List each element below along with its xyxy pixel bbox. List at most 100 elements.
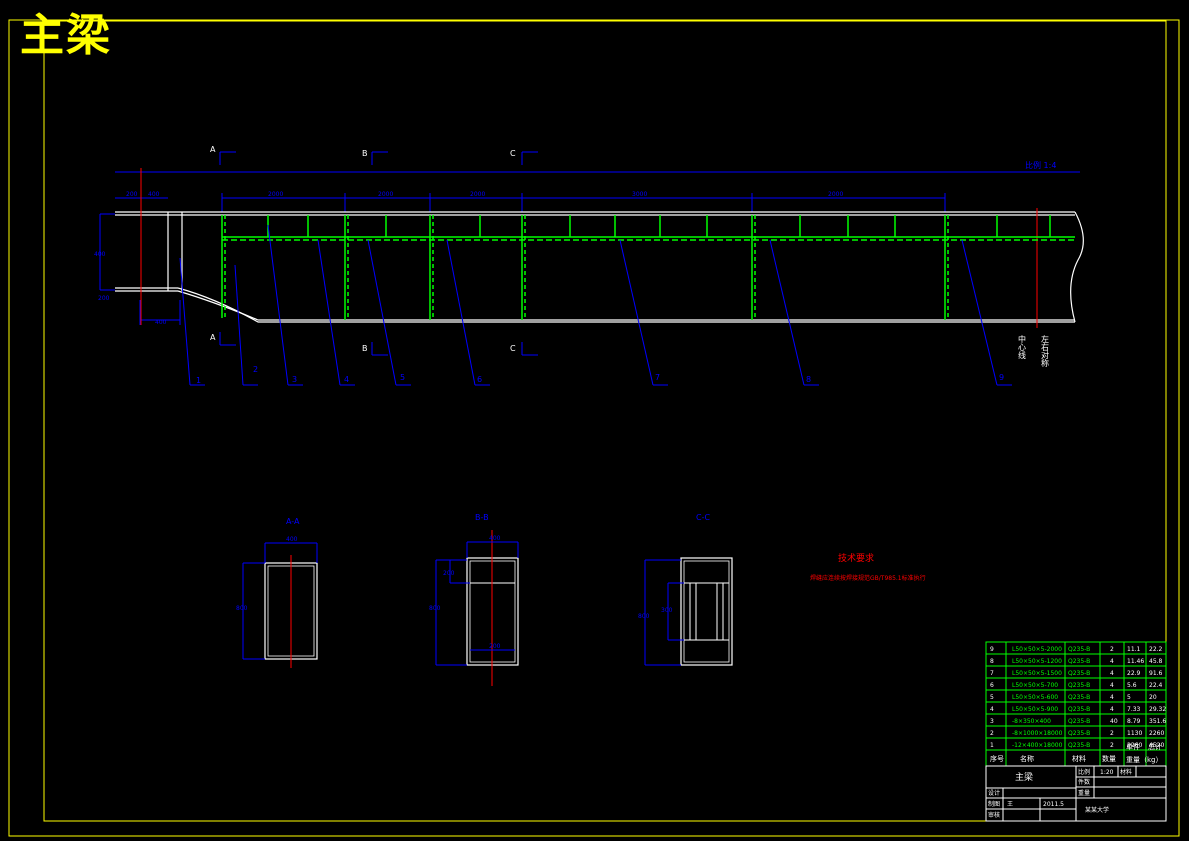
balloon-4: 4 <box>344 375 349 384</box>
svg-text:400: 400 <box>94 251 106 258</box>
bom-cell-unit: 7.33 <box>1127 706 1141 713</box>
bom-cell-unit: 5.6 <box>1127 682 1137 689</box>
outer-border <box>8 19 1180 837</box>
svg-text:400: 400 <box>286 536 298 543</box>
svg-text:设计: 设计 <box>988 789 1000 797</box>
svg-text:200: 200 <box>98 295 110 302</box>
svg-text:2011.5: 2011.5 <box>1043 801 1064 808</box>
svg-text:800: 800 <box>429 605 441 612</box>
balloon-1: 1 <box>196 376 201 385</box>
bom-cell-qty: 4 <box>1110 670 1114 677</box>
svg-text:400: 400 <box>148 191 160 198</box>
dimension-texts: 200 400 2000 2000 2000 3000 2000 400 200… <box>94 191 843 326</box>
bom-cell-qty: 2 <box>1110 646 1114 653</box>
svg-text:1:20: 1:20 <box>1100 769 1114 776</box>
svg-text:2000: 2000 <box>828 191 843 198</box>
svg-text:200: 200 <box>489 643 501 650</box>
bom-cell-no: 5 <box>990 694 994 701</box>
section-mark-a-bottom: A <box>210 333 216 342</box>
svg-text:单件: 单件 <box>1126 742 1140 751</box>
section-a-a: A-A 400 800 <box>236 517 318 668</box>
bom-cell-unit: 11.46 <box>1127 658 1144 665</box>
stiffeners <box>221 215 1075 320</box>
bom-cell-no: 7 <box>990 670 994 677</box>
section-mark-c-bottom: C <box>510 344 516 353</box>
svg-text:C-C: C-C <box>696 513 710 522</box>
balloon-numbers: 1 2 3 4 5 6 7 8 9 <box>196 365 1004 385</box>
section-mark-b-bottom: B <box>362 344 368 353</box>
svg-text:名称: 名称 <box>1020 754 1034 763</box>
bom-cell-name: L50×50×5-600 <box>1012 694 1058 701</box>
bom-cell-unit: 11.1 <box>1127 646 1141 653</box>
svg-text:200: 200 <box>443 570 455 577</box>
beam-outline <box>115 211 1084 323</box>
bom-cell-unit: 1130 <box>1127 730 1142 737</box>
svg-text:材料: 材料 <box>1072 754 1086 763</box>
bom-cell-name: L50×50×5-2000 <box>1012 646 1062 653</box>
bom-cell-qty: 4 <box>1110 682 1114 689</box>
svg-text:2000: 2000 <box>268 191 283 198</box>
bom-cell-total: 22.4 <box>1149 682 1163 689</box>
svg-text:800: 800 <box>236 605 248 612</box>
bom-cell-total: 351.6 <box>1149 718 1166 725</box>
svg-text:重量: 重量 <box>1078 789 1090 797</box>
bom-cell-total: 45.8 <box>1149 658 1163 665</box>
bom-cell-name: -8×1000×18000 <box>1012 730 1063 737</box>
svg-text:2000: 2000 <box>378 191 393 198</box>
bom-cell-unit: 8.79 <box>1127 718 1141 725</box>
bom-cell-material: Q235-B <box>1068 742 1090 749</box>
leader-lines <box>179 224 1012 386</box>
svg-text:3000: 3000 <box>632 191 647 198</box>
bom-cell-material: Q235-B <box>1068 706 1090 713</box>
section-mark-a-top: A <box>210 145 216 154</box>
bom-cell-total: 2260 <box>1149 730 1164 737</box>
bom-cell-name: L50×50×5-1200 <box>1012 658 1062 665</box>
svg-text:800: 800 <box>638 613 650 620</box>
bom-cell-name: -12×400×18000 <box>1012 742 1063 749</box>
bom-cell-no: 9 <box>990 646 994 653</box>
bom-cell-total: 91.6 <box>1149 670 1163 677</box>
svg-text:B-B: B-B <box>475 513 489 522</box>
bom-cell-no: 6 <box>990 682 994 689</box>
svg-text:总计: 总计 <box>1148 742 1162 751</box>
bom-cell-total: 20 <box>1149 694 1157 701</box>
balloon-7: 7 <box>655 373 660 382</box>
balloon-3: 3 <box>292 375 297 384</box>
section-mark-b-top: B <box>362 149 368 158</box>
svg-text:200: 200 <box>126 191 138 198</box>
bom-cell-qty: 2 <box>1110 742 1114 749</box>
centerline-label: 中心线 <box>1018 334 1027 359</box>
bom-cell-qty: 2 <box>1110 730 1114 737</box>
bom-cell-unit: 5 <box>1127 694 1131 701</box>
bom-cell-unit: 22.9 <box>1127 670 1141 677</box>
bom-cell-name: L50×50×5-1500 <box>1012 670 1062 677</box>
bom-cell-material: Q235-B <box>1068 718 1090 725</box>
svg-text:制图: 制图 <box>988 800 1000 808</box>
bom-cell-material: Q235-B <box>1068 694 1090 701</box>
svg-text:件数: 件数 <box>1078 778 1090 786</box>
section-c-c: C-C 800 300 <box>638 513 733 666</box>
bom-cell-name: L50×50×5-700 <box>1012 682 1058 689</box>
svg-text:王: 王 <box>1007 801 1013 808</box>
balloon-5: 5 <box>400 373 405 382</box>
bom-cell-material: Q235-B <box>1068 730 1090 737</box>
bom-cell-qty: 40 <box>1110 718 1118 725</box>
bom-cell-no: 3 <box>990 718 994 725</box>
title-block: 主梁 比例 1:20 材料 件数 重量 设计 制图 审核 王 2011.5 某某… <box>985 765 1167 822</box>
svg-text:材料: 材料 <box>1120 768 1132 776</box>
tech-req-text: 焊缝应连续按焊接规范GB/T985.1标准执行 <box>810 574 926 582</box>
section-markers <box>219 151 538 356</box>
svg-text:A-A: A-A <box>286 517 300 526</box>
bom-cell-name: -8×350×400 <box>1012 718 1051 725</box>
bom-cell-no: 2 <box>990 730 994 737</box>
bom-cell-no: 1 <box>990 742 994 749</box>
svg-text:2000: 2000 <box>470 191 485 198</box>
bom-cell-material: Q235-B <box>1068 658 1090 665</box>
svg-text:主梁: 主梁 <box>1015 771 1033 783</box>
balloon-8: 8 <box>806 375 811 384</box>
bom-cell-unit: 2260 <box>1127 742 1142 749</box>
bom-cell-material: Q235-B <box>1068 682 1090 689</box>
inner-border <box>43 20 1167 822</box>
